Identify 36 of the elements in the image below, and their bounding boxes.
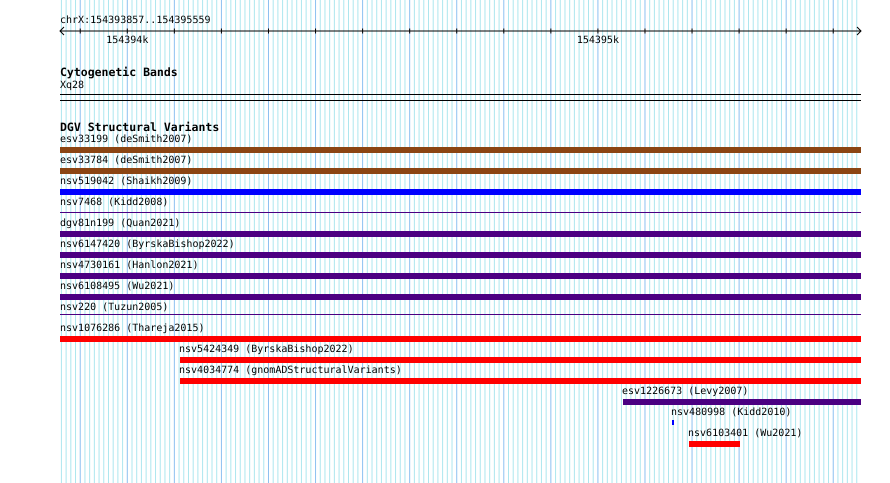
- variant-label: nsv7468 (Kidd2008): [60, 197, 168, 209]
- variant-label: esv33199 (deSmith2007): [60, 134, 192, 146]
- variant-label: esv1226673 (Levy2007): [622, 386, 748, 398]
- variant-label: dgv81n199 (Quan2021): [60, 218, 180, 230]
- variant-label: nsv5424349 (ByrskaBishop2022): [179, 344, 354, 356]
- track-title: Cytogenetic Bands: [60, 66, 178, 79]
- variant-bar: [60, 336, 861, 342]
- variant-label: nsv480998 (Kidd2010): [671, 407, 792, 419]
- variant-bar: [60, 231, 861, 237]
- variant-bar: [180, 378, 861, 384]
- variant-label: nsv6147420 (ByrskaBishop2022): [60, 239, 235, 251]
- variant-bar: [689, 441, 740, 447]
- variant-bar: [60, 294, 861, 300]
- variant-bar: [180, 357, 861, 363]
- variant-bar: [60, 189, 861, 195]
- variant-label: nsv519042 (Shaikh2009): [60, 176, 192, 188]
- track-title: DGV Structural Variants: [60, 121, 220, 134]
- variant-label: nsv4730161 (Hanlon2021): [60, 260, 198, 272]
- variant-line: [60, 212, 861, 213]
- coordinate-range: chrX:154393857..154395559: [60, 15, 211, 27]
- variant-bar: [60, 273, 861, 279]
- variant-label: nsv6108495 (Wu2021): [60, 281, 174, 293]
- variant-label: esv33784 (deSmith2007): [60, 155, 192, 167]
- variant-label: nsv1076286 (Thareja2015): [60, 323, 204, 335]
- variant-bar: [60, 147, 861, 153]
- variant-label: nsv220 (Tuzun2005): [60, 302, 168, 314]
- tick-label: 154395k: [576, 35, 619, 47]
- cytoband-band: [60, 94, 861, 101]
- tick-label: 154394k: [106, 35, 148, 47]
- band-label: Xq28: [60, 80, 84, 92]
- variant-label: nsv4034774 (gnomADStructuralVariants): [179, 365, 402, 377]
- variant-bar: [60, 252, 861, 258]
- variant-label: nsv6103401 (Wu2021): [688, 428, 802, 440]
- variant-line: [60, 314, 861, 315]
- variant-bar: [623, 399, 861, 405]
- variant-bar: [60, 168, 861, 174]
